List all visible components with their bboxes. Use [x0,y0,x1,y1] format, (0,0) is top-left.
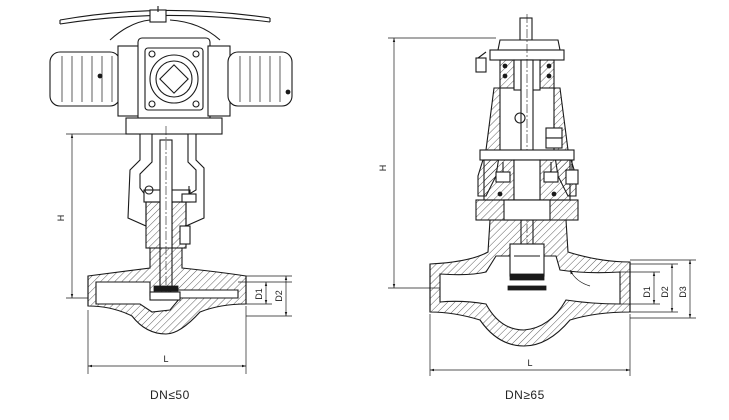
right-view-dn65: H L D1 D2 D3 [378,14,696,376]
right-view-caption: DN≥65 [505,388,545,402]
left-valve-body [87,247,247,335]
right-dimensions [388,37,696,376]
left-d1-label: D1 [254,288,264,300]
right-d2-label: D2 [660,286,670,298]
right-stem-housing [475,17,565,91]
right-height-label: H [378,165,388,172]
left-d2-label: D2 [274,290,284,302]
left-dimensions [66,133,292,374]
left-view-caption: DN≤50 [150,388,190,402]
right-d1-label: D1 [642,286,652,298]
left-view-dn50: H L D1 D2 [49,6,293,374]
left-length-label: L [163,354,168,364]
right-d3-label: D3 [678,286,688,298]
right-length-label: L [527,358,532,368]
left-height-label: H [56,215,66,222]
handwheel [59,6,271,41]
right-bonnet [475,149,579,221]
right-valve-body [429,219,631,347]
electric-actuator [49,37,293,135]
